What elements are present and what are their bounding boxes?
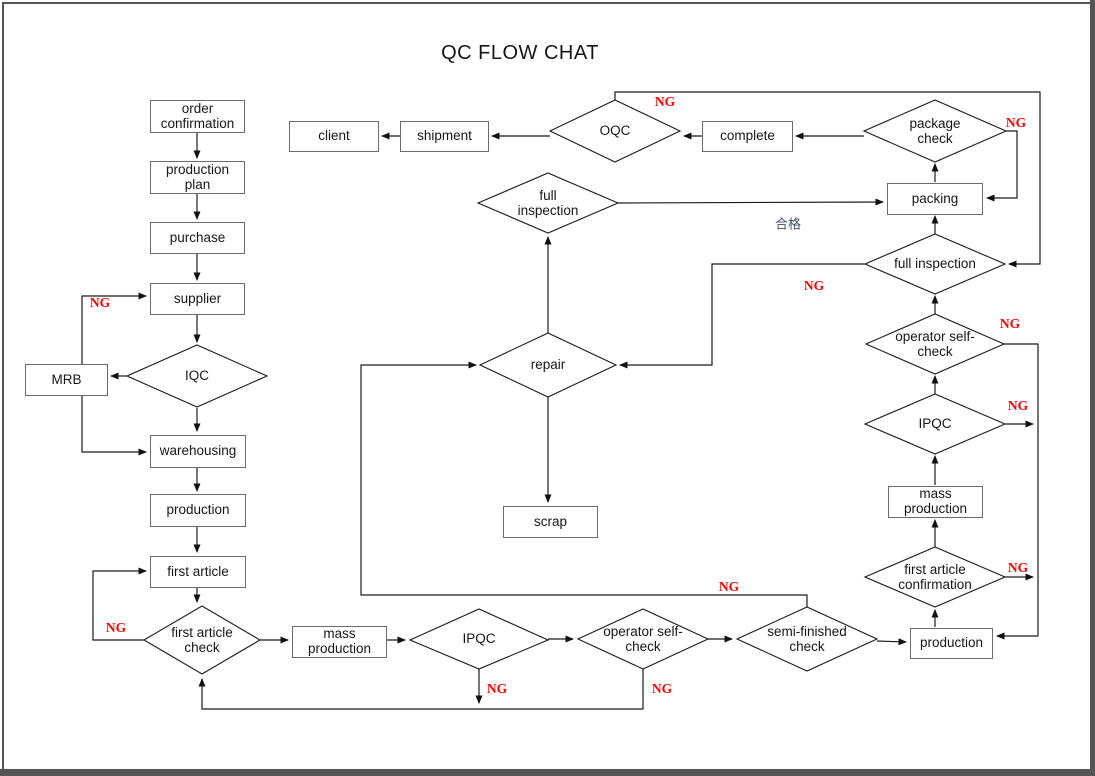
node-warehousing: warehousing — [150, 435, 246, 468]
ng-label-first-article-confirmation: NG — [1007, 560, 1029, 575]
label-oqc: OQC — [599, 123, 631, 139]
node-supplier: supplier — [150, 283, 245, 315]
node-production-plan: production plan — [150, 161, 245, 194]
decision-semi-finished-check — [735, 606, 879, 672]
label-semi-finished-check: semi-finished check — [767, 623, 847, 654]
page-border-left — [2, 2, 4, 769]
ng-label-ipqc-bottom: NG — [486, 681, 508, 696]
ng-label-semi-finished: NG — [718, 579, 740, 594]
label-full-inspection-right: full inspection — [894, 256, 976, 272]
pass-label-full-inspection: 合格 — [774, 216, 802, 232]
node-mrb: MRB — [25, 364, 108, 396]
decision-package-check — [862, 99, 1008, 163]
node-order-confirmation: order confirmation — [150, 100, 245, 133]
decision-operator-self-check-right — [864, 313, 1006, 375]
node-shipment: shipment — [400, 121, 489, 152]
label-operator-self-check-bottom: operator self-check — [603, 623, 683, 654]
page-border-right — [1090, 0, 1095, 776]
decision-first-article-confirmation — [863, 546, 1007, 608]
node-mass-production-bottom: mass production — [292, 626, 387, 658]
node-first-article: first article — [150, 556, 246, 588]
label-package-check: package check — [909, 115, 961, 146]
ng-label-ipqc-right: NG — [1007, 398, 1029, 413]
page-border-bottom — [0, 769, 1095, 776]
ng-label-full-inspection-right: NG — [803, 278, 825, 293]
decision-repair — [478, 332, 618, 398]
page-title: QC FLOW CHAT — [441, 42, 599, 64]
ng-label-package-check: NG — [1005, 115, 1027, 130]
node-mass-production-right: mass production — [888, 486, 983, 518]
label-operator-self-check-right: operator self-check — [895, 328, 975, 359]
ng-label-operator-right: NG — [999, 316, 1021, 331]
decision-ipqc-right — [863, 393, 1007, 455]
ng-label-oqc: NG — [654, 94, 676, 109]
node-complete: complete — [702, 121, 793, 152]
label-first-article-confirmation: first article confirmation — [898, 561, 972, 592]
ng-label-operator-bottom: NG — [651, 681, 673, 696]
node-purchase: purchase — [150, 222, 245, 254]
node-client: client — [289, 121, 379, 152]
decision-operator-self-check-bottom — [576, 608, 710, 670]
label-repair: repair — [530, 357, 566, 373]
label-ipqc-bottom: IPQC — [462, 631, 496, 647]
ng-label-supplier-loop: NG — [89, 295, 111, 310]
decision-first-article-check — [142, 605, 262, 675]
node-scrap: scrap — [503, 506, 598, 538]
label-first-article-check: first article check — [171, 624, 233, 655]
label-iqc: IQC — [184, 368, 209, 384]
node-production-right: production — [910, 628, 993, 659]
label-ipqc-right: IPQC — [918, 416, 952, 432]
decision-full-inspection-mid — [476, 172, 620, 234]
decision-iqc — [125, 344, 269, 408]
ng-label-first-article-check: NG — [105, 620, 127, 635]
decision-ipqc-bottom — [408, 608, 550, 670]
label-full-inspection-mid: full inspection — [517, 187, 579, 218]
page-border-top — [2, 2, 1093, 4]
node-production-left: production — [150, 494, 246, 527]
node-packing: packing — [887, 183, 983, 215]
decision-full-inspection-right — [863, 233, 1007, 295]
